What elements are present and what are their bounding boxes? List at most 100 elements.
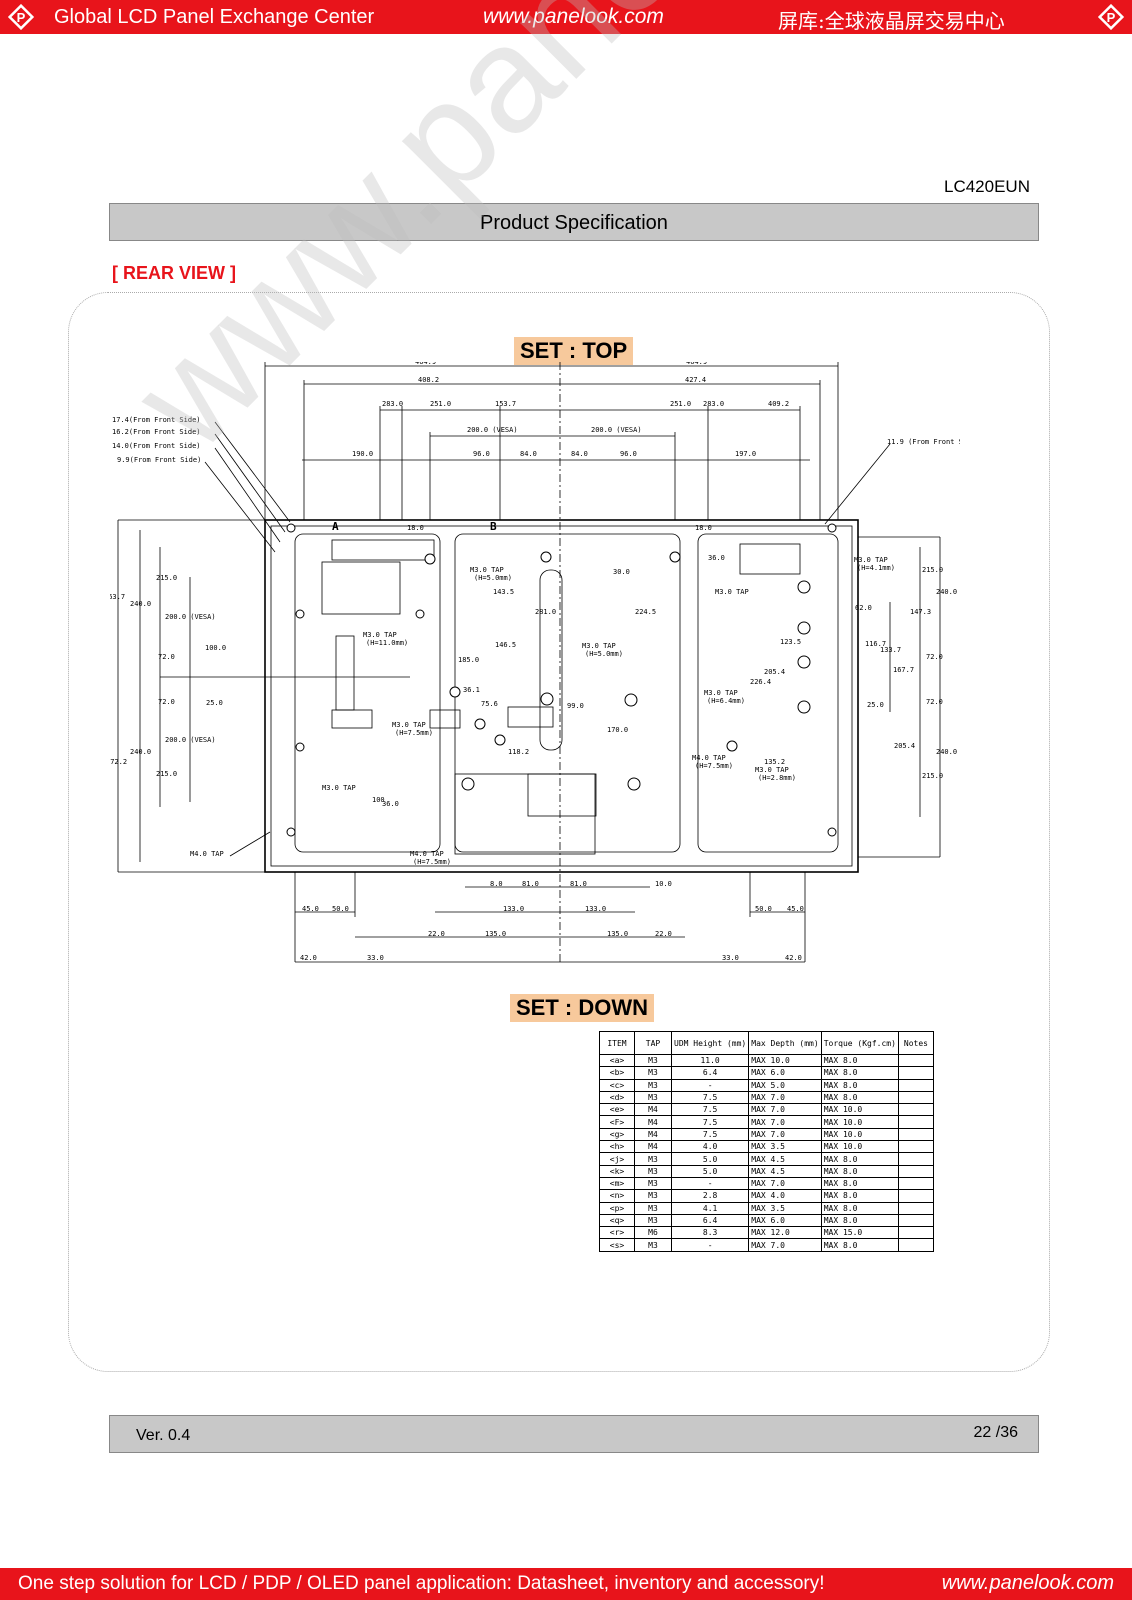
page-number: 22 /36 — [973, 1424, 1018, 1441]
col-item: ITEM — [599, 1031, 635, 1055]
table-cell — [897, 1164, 934, 1178]
footer-bar: Ver. 0.4 22 /36 — [109, 1415, 1039, 1453]
svg-text:(H=4.1mm): (H=4.1mm) — [857, 564, 895, 572]
svg-text:133.0: 133.0 — [585, 905, 606, 913]
page-title: Product Specification — [480, 212, 668, 234]
title-bar: Product Specification — [109, 203, 1039, 241]
table-cell: 4.0 — [670, 1140, 750, 1154]
svg-text:72.0: 72.0 — [926, 698, 943, 706]
svg-text:96.0: 96.0 — [620, 450, 637, 458]
svg-text:(H=11.0mm): (H=11.0mm) — [366, 639, 408, 647]
svg-text:M3.0 TAP: M3.0 TAP — [470, 566, 504, 574]
table-cell — [897, 1189, 934, 1203]
svg-text:25.0: 25.0 — [867, 701, 884, 709]
svg-text:11.9 (From Front Side): 11.9 (From Front Side) — [887, 438, 960, 446]
svg-text:75.6: 75.6 — [481, 700, 498, 708]
table-cell: MAX 15.0 — [820, 1226, 899, 1240]
col-tap: TAP — [634, 1031, 672, 1055]
table-cell: M3 — [634, 1189, 672, 1203]
footer-tagline: One step solution for LCD / PDP / OLED p… — [18, 1573, 825, 1594]
table-cell: 7.5 — [670, 1115, 750, 1129]
table-cell: M3 — [634, 1078, 672, 1092]
svg-text:84.0: 84.0 — [571, 450, 588, 458]
svg-text:185.0: 185.0 — [458, 656, 479, 664]
svg-text:147.3: 147.3 — [910, 608, 931, 616]
svg-text:M3.0 TAP: M3.0 TAP — [854, 556, 888, 564]
svg-text:9.9(From Front Side): 9.9(From Front Side) — [117, 456, 201, 464]
col-udm-height: UDM Height (mm) — [670, 1031, 750, 1055]
svg-text:81.0: 81.0 — [570, 880, 587, 888]
col-notes: Notes — [897, 1031, 934, 1055]
svg-text:200.0 (VESA): 200.0 (VESA) — [467, 426, 518, 434]
table-cell: MAX 8.0 — [820, 1152, 899, 1166]
table-cell — [897, 1127, 934, 1142]
table-cell: M4 — [634, 1115, 672, 1129]
table-cell: MAX 7.0 — [748, 1238, 822, 1252]
svg-text:283.0: 283.0 — [382, 400, 403, 408]
svg-text:263.7: 263.7 — [110, 593, 125, 601]
svg-text:(H=6.4mm): (H=6.4mm) — [707, 697, 745, 705]
table-cell: MAX 8.0 — [820, 1066, 899, 1080]
bottom-banner: One step solution for LCD / PDP / OLED p… — [0, 1568, 1132, 1600]
svg-text:M3.0 TAP: M3.0 TAP — [363, 631, 397, 639]
table-cell: <d> — [599, 1090, 635, 1105]
header-site-link[interactable]: www.panelook.com — [483, 5, 664, 28]
table-cell — [897, 1238, 934, 1252]
table-cell: <j> — [599, 1152, 635, 1166]
table-cell: M4 — [634, 1127, 672, 1142]
table-cell: MAX 8.0 — [820, 1176, 899, 1191]
svg-text:36.1: 36.1 — [463, 686, 480, 694]
svg-text:464.9: 464.9 — [686, 362, 707, 366]
svg-text:197.0: 197.0 — [735, 450, 756, 458]
table-cell: MAX 5.0 — [748, 1078, 822, 1092]
svg-text:14.0(From Front Side): 14.0(From Front Side) — [112, 442, 201, 450]
table-cell: 7.5 — [670, 1127, 750, 1142]
svg-text:215.0: 215.0 — [922, 772, 943, 780]
svg-text:200.0 (VESA): 200.0 (VESA) — [591, 426, 642, 434]
table-cell: MAX 7.0 — [748, 1176, 822, 1191]
table-cell: MAX 8.0 — [820, 1078, 899, 1092]
svg-text:409.2: 409.2 — [768, 400, 789, 408]
svg-text:215.0: 215.0 — [156, 770, 177, 778]
table-cell: MAX 10.0 — [820, 1140, 899, 1154]
svg-text:30.0: 30.0 — [613, 568, 630, 576]
col-max-depth: Max Depth (mm) — [748, 1031, 822, 1055]
table-cell — [897, 1140, 934, 1154]
svg-text:135.0: 135.0 — [607, 930, 628, 938]
table-cell: MAX 8.0 — [820, 1238, 899, 1252]
table-cell: MAX 10.0 — [820, 1127, 899, 1142]
svg-text:240.0: 240.0 — [936, 588, 957, 596]
svg-text:18.0: 18.0 — [407, 524, 424, 532]
svg-text:M3.0 TAP: M3.0 TAP — [582, 642, 616, 650]
svg-text:33.0: 33.0 — [367, 954, 384, 962]
table-cell: 11.0 — [670, 1053, 750, 1068]
svg-text:(H=7.5mm): (H=7.5mm) — [395, 729, 433, 737]
svg-text:281.0: 281.0 — [535, 608, 556, 616]
version-label: Ver. 0.4 — [136, 1427, 191, 1444]
svg-text:84.0: 84.0 — [520, 450, 537, 458]
svg-text:42.0: 42.0 — [300, 954, 317, 962]
svg-text:16.2(From Front Side): 16.2(From Front Side) — [112, 428, 201, 436]
svg-text:240.0: 240.0 — [936, 748, 957, 756]
svg-text:224.5: 224.5 — [635, 608, 656, 616]
svg-text:42.0: 42.0 — [785, 954, 802, 962]
table-cell: MAX 8.0 — [820, 1053, 899, 1068]
table-cell: MAX 7.0 — [748, 1103, 822, 1117]
svg-text:45.0: 45.0 — [787, 905, 804, 913]
svg-text:240.0: 240.0 — [130, 748, 151, 756]
table-cell: <r> — [599, 1226, 635, 1240]
svg-text:200.0 (VESA): 200.0 (VESA) — [165, 736, 216, 744]
svg-text:72.0: 72.0 — [926, 653, 943, 661]
svg-text:8.0: 8.0 — [490, 880, 503, 888]
set-top-tag: SET : TOP — [514, 337, 634, 365]
footer-site-link[interactable]: www.panelook.com — [941, 1572, 1114, 1594]
table-cell: <e> — [599, 1103, 635, 1117]
svg-text:146.5: 146.5 — [495, 641, 516, 649]
